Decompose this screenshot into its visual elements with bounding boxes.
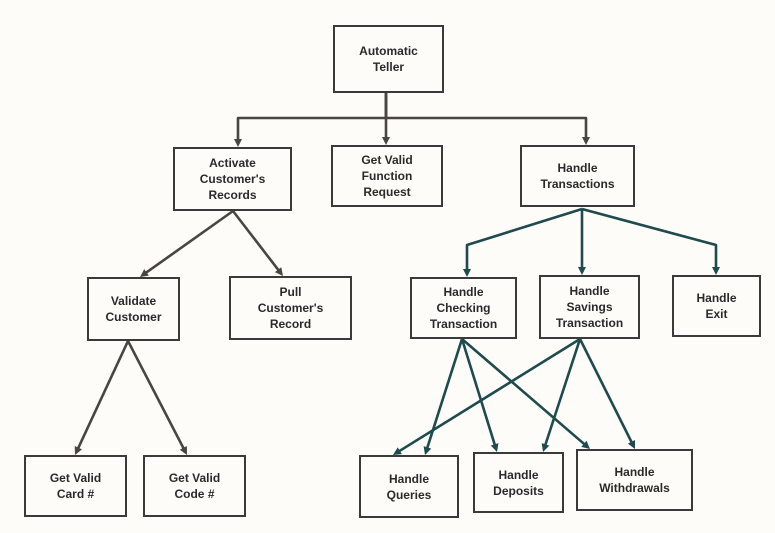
edge-handle-transactions-to-handle-savings-transaction-arrowhead (578, 267, 586, 275)
edge-handle-transactions-to-handle-checking-transaction (465, 207, 583, 270)
node-automatic-teller: Automatic Teller (333, 25, 444, 93)
edge-handle-savings-transaction-to-handle-deposits-arrowhead (541, 443, 550, 452)
edge-activate-customers-records-to-validate-customer-arrowhead (140, 269, 149, 277)
edge-handle-savings-transaction-to-handle-withdrawals (578, 338, 634, 444)
edge-automatic-teller-to-handle-transactions-arrowhead (582, 137, 590, 145)
node-validate-customer: Validate Customer (87, 277, 180, 341)
edge-handle-checking-transaction-to-handle-withdrawals (461, 338, 586, 446)
node-handle-transactions: Handle Transactions (520, 145, 635, 207)
edge-handle-transactions-to-handle-exit-arrowhead (712, 267, 720, 275)
edge-handle-checking-transaction-to-handle-queries-arrowhead (423, 446, 432, 455)
node-handle-withdrawals: Handle Withdrawals (576, 449, 693, 511)
edge-activate-customers-records-to-pull-customers-record (231, 210, 280, 272)
node-handle-deposits: Handle Deposits (473, 452, 564, 513)
edge-handle-checking-transaction-to-handle-deposits-arrowhead (490, 443, 499, 452)
edge-automatic-teller-to-activate-customers-records-arrowhead (234, 139, 242, 147)
edge-activate-customers-records-to-validate-customer (144, 209, 234, 275)
edge-validate-customer-to-get-valid-card (76, 340, 130, 450)
node-handle-savings-transaction: Handle Savings Transaction (539, 275, 640, 339)
edge-handle-savings-transaction-to-handle-deposits (543, 338, 582, 446)
node-get-valid-function-request: Get Valid Function Request (331, 145, 443, 207)
edge-activate-customers-records-to-pull-customers-record-arrowhead (274, 267, 283, 276)
edge-automatic-teller-to-activate-customers-records (236, 91, 388, 140)
edge-validate-customer-to-get-valid-code-arrowhead (179, 446, 187, 455)
edge-handle-checking-transaction-to-handle-deposits (460, 338, 497, 446)
edge-handle-transactions-to-handle-checking-transaction-arrowhead (463, 269, 471, 277)
edge-handle-checking-transaction-to-handle-withdrawals-arrowhead (581, 440, 590, 449)
node-handle-exit: Handle Exit (672, 275, 761, 337)
edge-handle-transactions-to-handle-exit (581, 207, 718, 268)
node-get-valid-card: Get Valid Card # (24, 455, 127, 517)
node-handle-checking-transaction: Handle Checking Transaction (410, 277, 517, 339)
node-handle-queries: Handle Queries (359, 455, 459, 518)
node-pull-customers-record: Pull Customer's Record (229, 276, 352, 340)
node-get-valid-code: Get Valid Code # (143, 455, 246, 517)
node-activate-customers-records: Activate Customer's Records (173, 147, 292, 211)
edge-automatic-teller-to-get-valid-function-request-arrowhead (382, 137, 390, 145)
edge-handle-savings-transaction-to-handle-withdrawals-arrowhead (627, 440, 635, 449)
edge-automatic-teller-to-handle-transactions (384, 91, 588, 138)
edge-handle-savings-transaction-to-handle-queries (398, 337, 581, 453)
edge-validate-customer-to-get-valid-card-arrowhead (74, 446, 82, 455)
edge-handle-savings-transaction-to-handle-queries-arrowhead (393, 447, 402, 455)
edge-validate-customer-to-get-valid-code (126, 340, 185, 450)
